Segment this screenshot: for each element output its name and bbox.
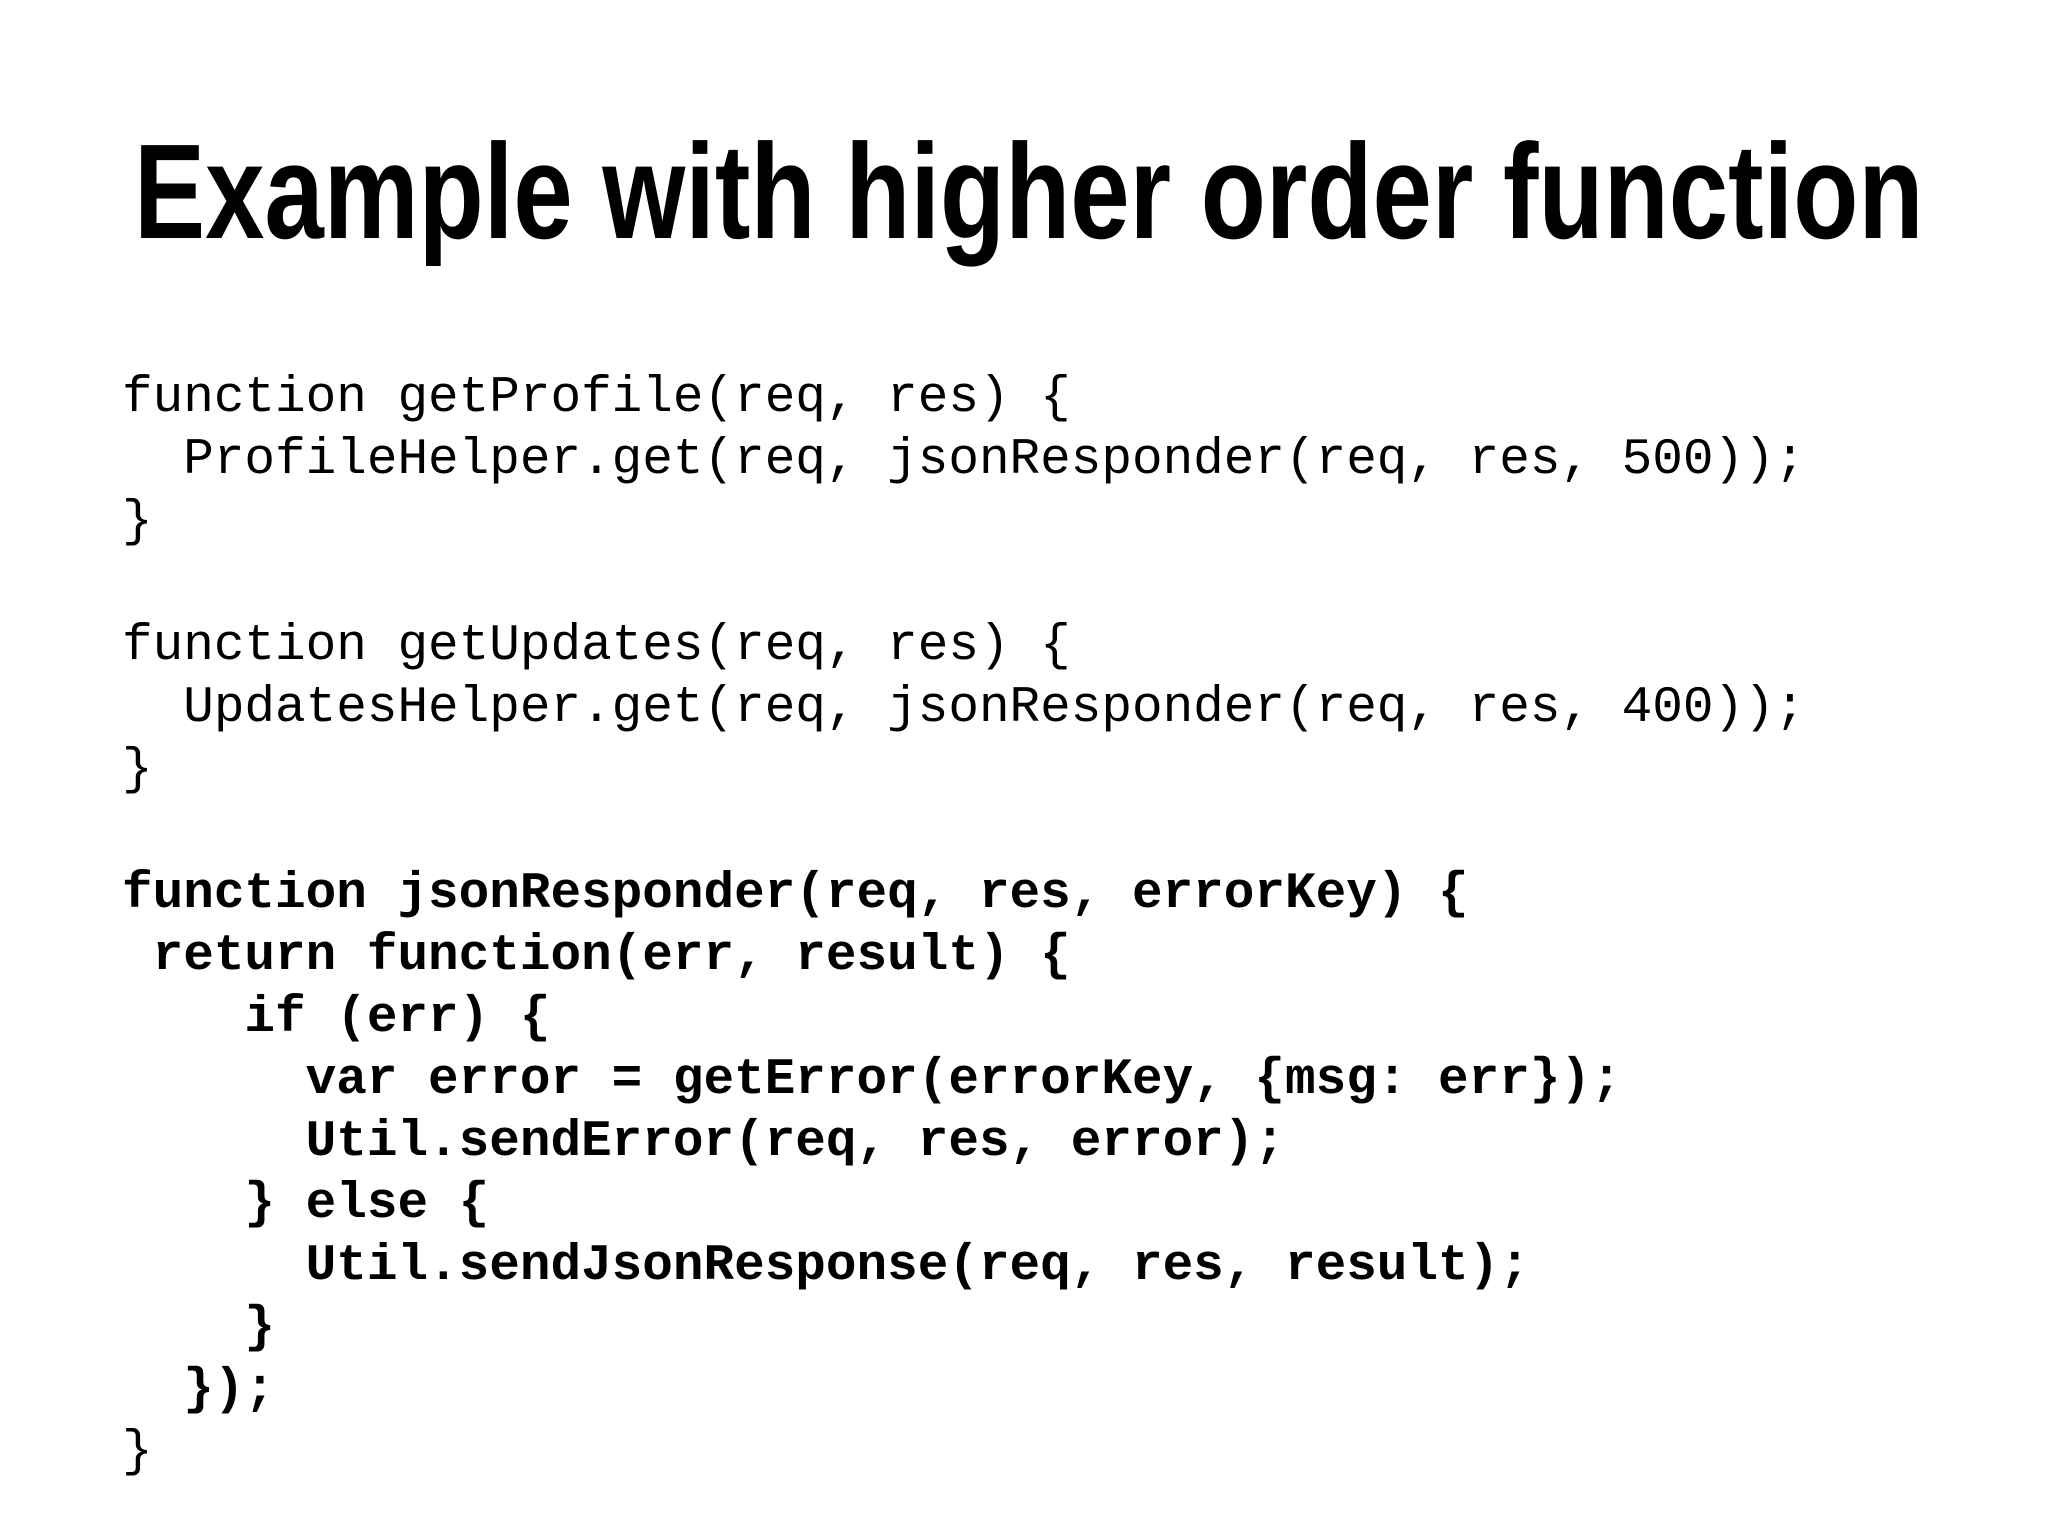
code-block-get-updates: function getUpdates(req, res) { UpdatesH… <box>122 616 1805 802</box>
code-line: function jsonResponder(req, res, errorKe… <box>122 866 1469 923</box>
slide-title: Example with higher order function <box>134 116 1924 267</box>
code-line: function getProfile(req, res) { <box>122 370 1071 427</box>
code-line: function getUpdates(req, res) { <box>122 618 1071 675</box>
code-line: var error = getError(errorKey, {msg: err… <box>122 1052 1622 1109</box>
code-block-get-profile: function getProfile(req, res) { ProfileH… <box>122 368 1805 554</box>
code-line: } <box>122 742 153 799</box>
code-line: Util.sendError(req, res, error); <box>122 1114 1285 1171</box>
code-line: Util.sendJsonResponse(req, res, result); <box>122 1238 1530 1295</box>
code-line: return function(err, result) { <box>122 928 1071 985</box>
code-area: function getProfile(req, res) { ProfileH… <box>122 368 1805 1484</box>
code-line: } else { <box>122 1176 490 1233</box>
code-line: if (err) { <box>122 990 551 1047</box>
code-block-json-responder: function jsonResponder(req, res, errorKe… <box>122 864 1805 1422</box>
code-line: }); <box>122 1362 276 1419</box>
code-line-closing-brace: } <box>122 1424 153 1481</box>
code-line: } <box>122 1300 276 1357</box>
code-line: ProfileHelper.get(req, jsonResponder(req… <box>122 432 1806 489</box>
code-line: UpdatesHelper.get(req, jsonResponder(req… <box>122 680 1806 737</box>
code-line: } <box>122 494 153 551</box>
